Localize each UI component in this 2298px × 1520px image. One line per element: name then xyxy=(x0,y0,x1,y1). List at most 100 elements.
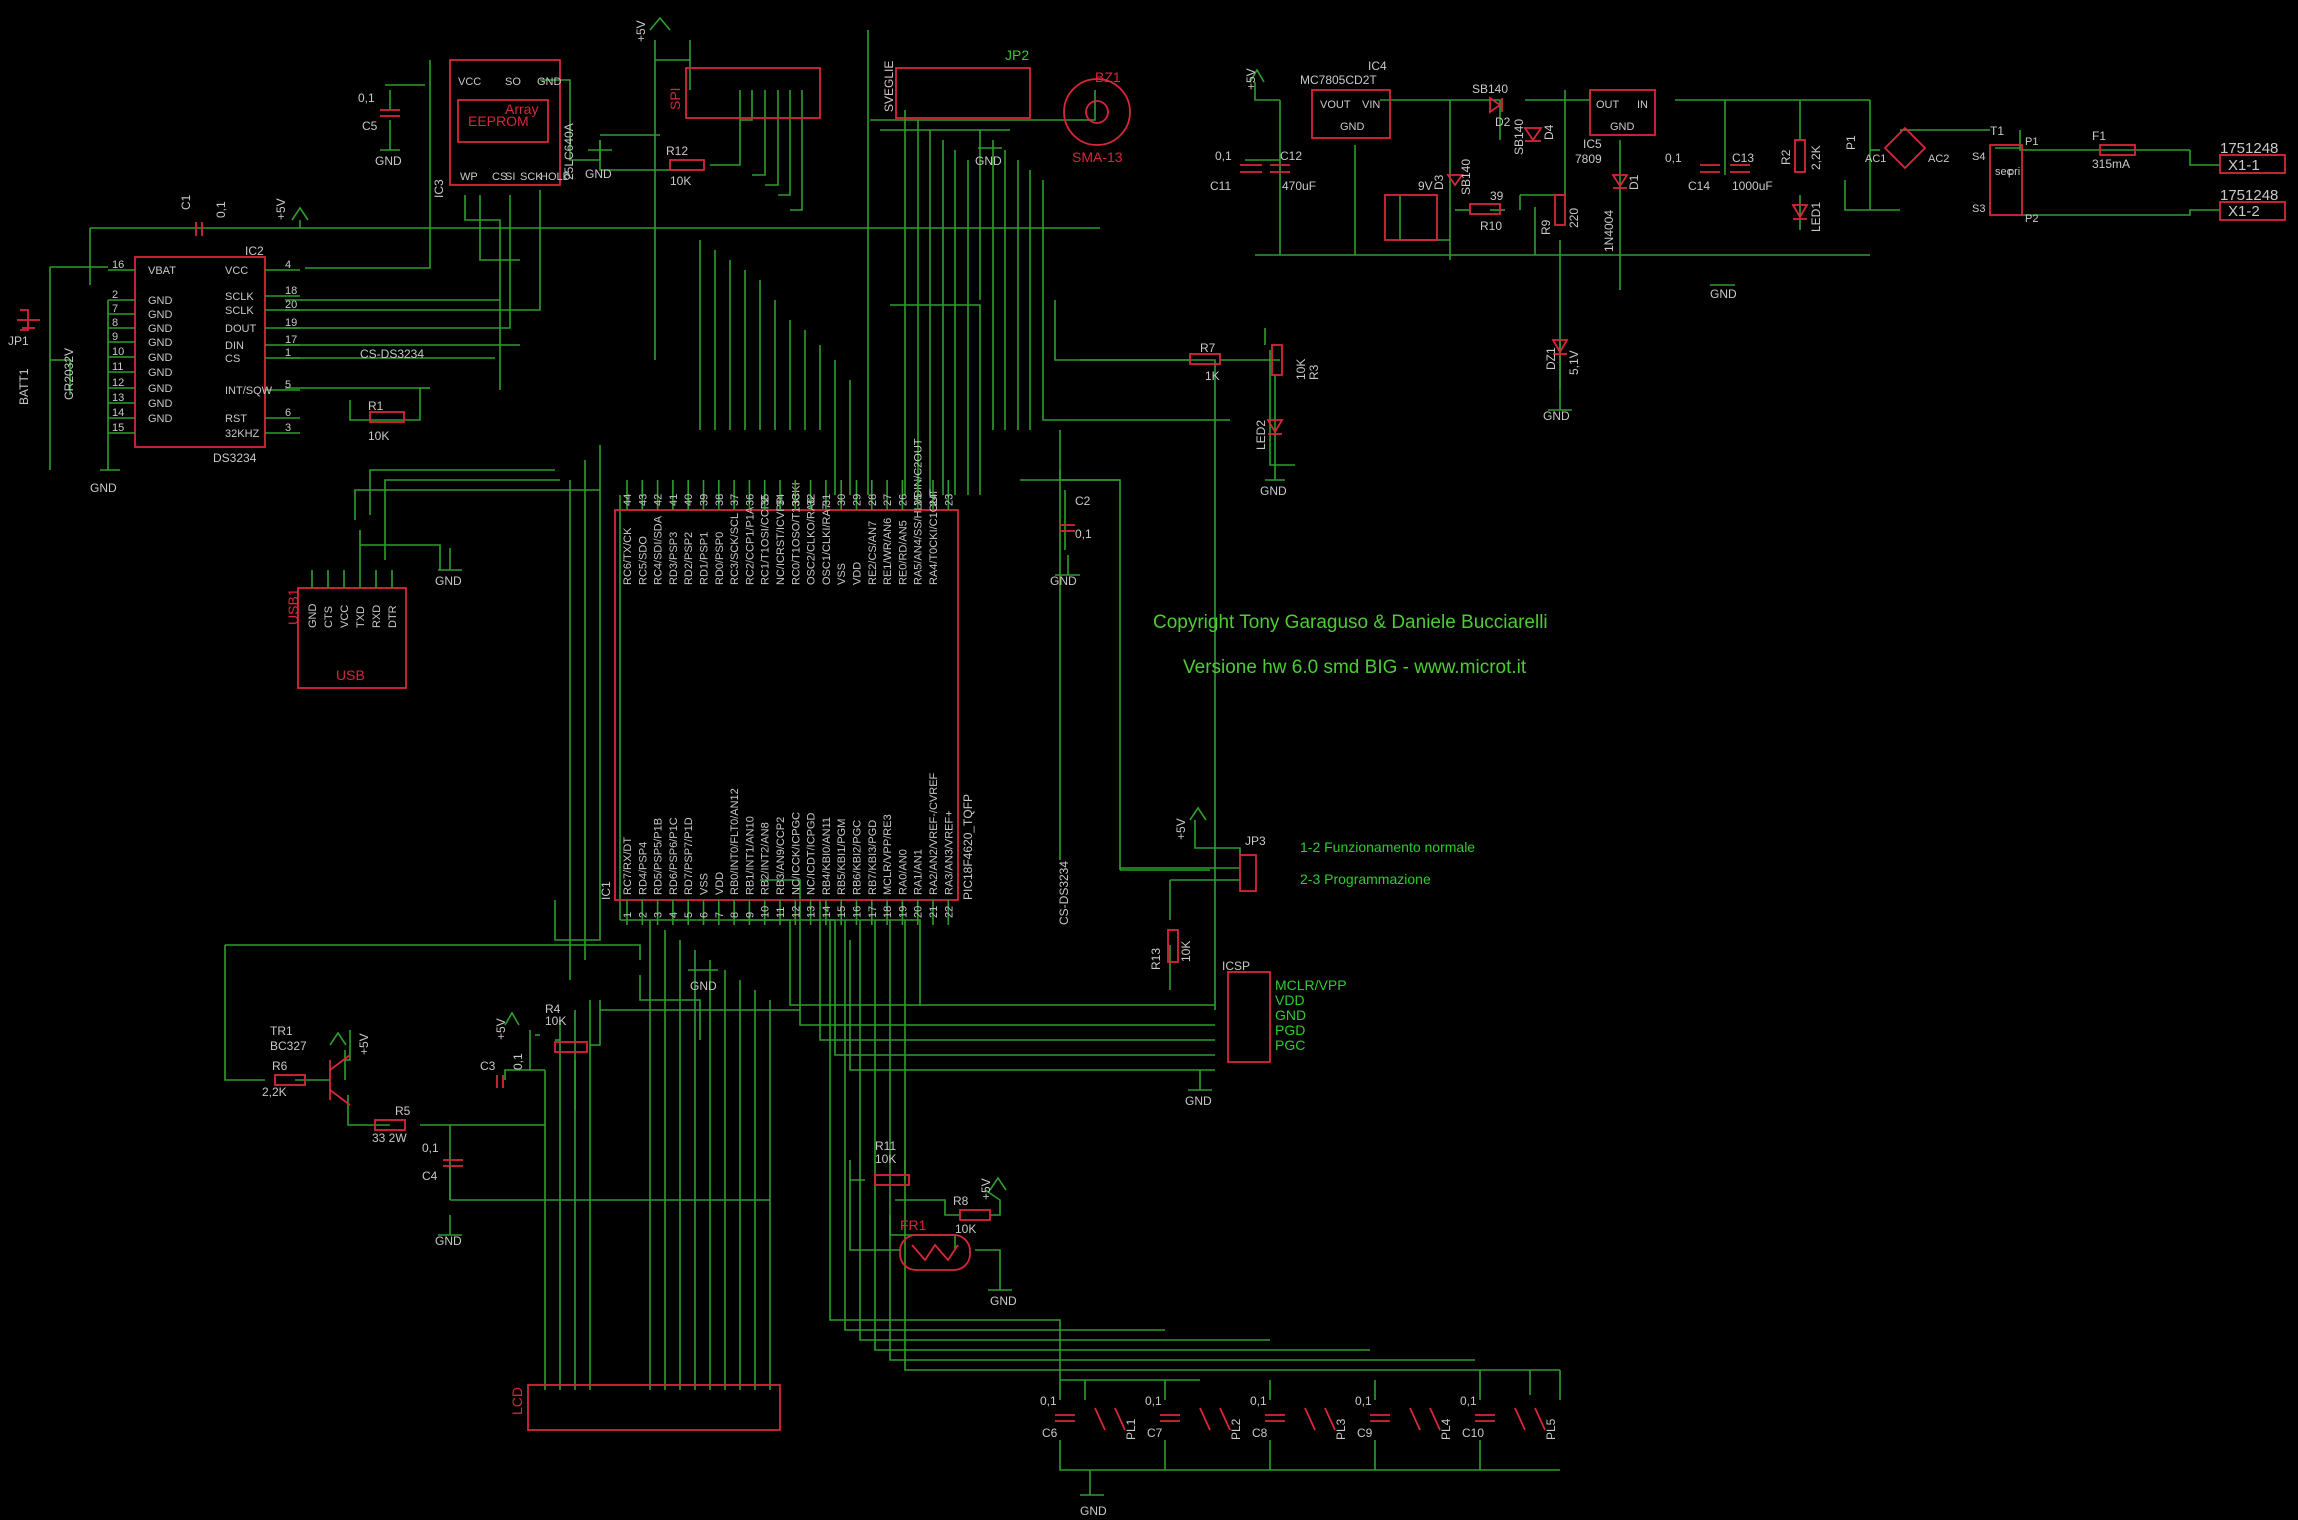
usb-body xyxy=(297,587,407,689)
version-text: Versione hw 6.0 smd BIG - www.microt.it xyxy=(1183,657,1527,678)
ic1-bottom-pin-label: RC7/RX/DT xyxy=(622,837,634,895)
label-r6v: 2,2K xyxy=(262,1085,287,1099)
label-conn2: 1751248 xyxy=(2220,187,2278,204)
ic1-bottom-pin-number: 18 xyxy=(882,906,894,918)
jp2-header xyxy=(895,67,1031,119)
ic1-top-pin-number: 40 xyxy=(683,494,695,506)
label-r11v: 10K xyxy=(875,1152,896,1166)
label-sma13: SMA-13 xyxy=(1072,149,1123,165)
gnd-4: GND xyxy=(975,154,1002,168)
label-r13: R13 xyxy=(1149,948,1163,970)
ic1-top-pin-number: 34 xyxy=(775,494,787,506)
label-c2: C2 xyxy=(1075,494,1091,508)
ic3-pin-vcc: VCC xyxy=(458,76,481,88)
ic3-pin-hold: HOLD xyxy=(540,171,571,183)
ic1-bottom-pin-number: 6 xyxy=(699,912,711,918)
ic2-value: DS3234 xyxy=(213,451,257,465)
ic1-bottom-pin-number: 16 xyxy=(852,906,864,918)
label-r2v: 2,2K xyxy=(1809,145,1823,170)
ic1-top-pin-label: RE1/WR/AN6 xyxy=(882,518,894,585)
label-d1v: 1N4004 xyxy=(1602,210,1616,252)
ic2-left-pin-label: GND xyxy=(148,295,173,307)
label-f1: F1 xyxy=(2092,129,2106,143)
label-bc327: BC327 xyxy=(270,1039,307,1053)
r1-body xyxy=(369,411,405,423)
ic3-pin-cs: CS xyxy=(492,171,507,183)
r2-body xyxy=(1794,139,1806,173)
wires xyxy=(49,30,2220,1495)
ic2-left-pin-label: GND xyxy=(148,413,173,425)
bz1-body xyxy=(1063,78,1131,146)
label-p1t: P1 xyxy=(2025,136,2038,148)
gnd-5: GND xyxy=(435,574,462,588)
jp3-body xyxy=(1239,854,1257,892)
ic1-bottom-pin-label: MCLR/VPP/RE3 xyxy=(882,814,894,895)
ic2-right-pin-number: 18 xyxy=(285,285,297,297)
icsp-body xyxy=(1227,971,1271,1063)
ic3-pin-so: SO xyxy=(505,76,521,88)
ic1-bottom-pin-label: RA1/AN1 xyxy=(913,849,925,895)
label-conn1: 1751248 xyxy=(2220,140,2278,157)
ic2-right-pin-number: 6 xyxy=(285,407,291,419)
spi-header xyxy=(685,67,821,119)
ic1-bottom-pin-number: 15 xyxy=(836,906,848,918)
label-c13v: 1000uF xyxy=(1732,179,1773,193)
label-r7: R7 xyxy=(1200,341,1216,355)
label-c4: C4 xyxy=(422,1169,438,1183)
ic1-bottom-pin-number: 11 xyxy=(775,907,787,918)
label-p1: P1 xyxy=(1844,135,1858,150)
label-jp3: JP3 xyxy=(1245,834,1266,848)
ic1-top-pin-number: 42 xyxy=(653,494,665,506)
gnd-1: GND xyxy=(90,481,117,495)
ic1-bottom-pin-label: RD6/PSP6/P1C xyxy=(668,817,680,895)
label-r10: R10 xyxy=(1480,219,1502,233)
ic2-body xyxy=(134,256,266,448)
ic1-top-pin-label: RC1/T1OSI/CCP2 xyxy=(760,496,772,585)
copyright-text: Copyright Tony Garaguso & Daniele Buccia… xyxy=(1153,612,1548,633)
button-cap-value: 0,1 xyxy=(1145,1394,1162,1408)
button-cap-name: C8 xyxy=(1252,1426,1268,1440)
ic1-bottom-pin-label: RB5/KBI1/PGM xyxy=(836,819,848,895)
label-r3v: 10K xyxy=(1294,359,1308,380)
pushbutton-name: PL3 xyxy=(1334,1418,1348,1440)
ic1-bottom-pin-number: 12 xyxy=(790,906,802,918)
label-c5v: 0,1 xyxy=(358,91,375,105)
ic2-right-pin-number: 5 xyxy=(285,379,291,391)
ic2-right-pin-label: 32KHZ xyxy=(225,428,260,440)
ic1-top-pin-number: 27 xyxy=(882,494,894,506)
ic2-left-pin-number: 11 xyxy=(112,361,123,373)
label-ac2: AC2 xyxy=(1928,153,1949,165)
ic3-pin-wp: WP xyxy=(460,171,478,183)
label-f1v: 315mA xyxy=(2092,157,2130,171)
plus5v-1: +5V xyxy=(634,20,648,42)
ic2-left-pin-number: 14 xyxy=(112,407,124,419)
ic1-top-pin-number: 23 xyxy=(943,494,955,506)
usb-pin-label: RXD xyxy=(371,605,383,628)
ic4-pin-vin: VIN xyxy=(1362,99,1380,111)
r5-body xyxy=(374,1119,406,1131)
label-c14: C14 xyxy=(1688,179,1710,193)
ic1-bottom-pin-label: RB4/KBI0/AN11 xyxy=(821,817,833,895)
label-c14v: 0,1 xyxy=(1665,151,1682,165)
ic1-bottom-pin-number: 7 xyxy=(714,912,726,918)
label-v9: 9V xyxy=(1418,179,1433,193)
gnd-12: GND xyxy=(435,1234,462,1248)
ic1-bottom-pin-label: VSS xyxy=(699,873,711,895)
ic2-right-pin-number: 19 xyxy=(285,317,297,329)
supply-symbols xyxy=(100,16,1735,1496)
ic1-top-pin-label: RE0/RD/AN5 xyxy=(897,520,909,585)
label-batt1: BATT1 xyxy=(17,368,31,405)
label-x12: X1-2 xyxy=(2228,203,2260,220)
ic1-top-pin-label: RC6/TX/CK xyxy=(622,527,634,585)
ic1-bottom-pin-label: RB3/AN9/CCP2 xyxy=(775,817,787,895)
label-csds3234-b: CS-DS3234 xyxy=(1057,861,1071,925)
label-r12: R12 xyxy=(666,144,688,158)
ic1-bottom-pin-number: 17 xyxy=(867,906,879,918)
ic2-left-pin-number: 8 xyxy=(112,317,118,329)
text-layer: Copyright Tony Garaguso & Daniele Buccia… xyxy=(8,20,2278,1518)
r6-body xyxy=(274,1074,306,1086)
ic1-body xyxy=(614,509,959,901)
label-sb140c: SB140 xyxy=(1459,159,1473,195)
